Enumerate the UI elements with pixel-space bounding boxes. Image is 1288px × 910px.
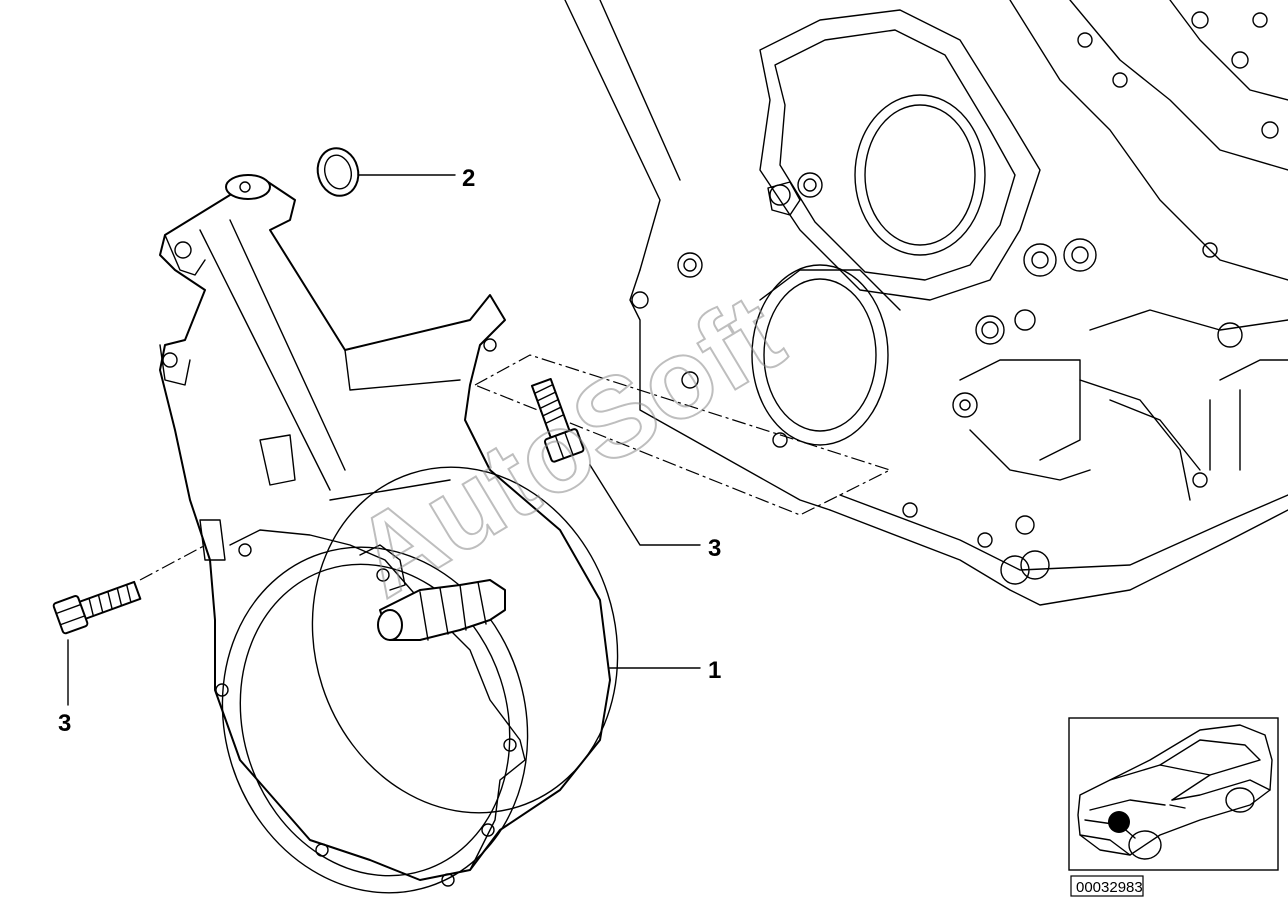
callout-3-lower: 3 (58, 710, 71, 737)
vehicle-locator-inset (1068, 717, 1279, 871)
engine-block (564, 0, 1288, 606)
locator-marker (1108, 811, 1130, 833)
callout-2: 2 (462, 165, 475, 192)
seal-ring (316, 147, 360, 197)
callout-1: 1 (708, 657, 721, 684)
alignment-line (473, 354, 892, 516)
reference-number: 00032983 (1076, 879, 1143, 896)
bolt-lower (52, 580, 142, 635)
gearbox-housing (159, 174, 619, 894)
reference-number-box: 00032983 (1070, 875, 1144, 897)
leader-line-3-upper (589, 464, 701, 546)
callout-3-upper: 3 (708, 535, 721, 562)
alignment-line-lower (139, 539, 216, 581)
bolt-upper (530, 377, 585, 463)
